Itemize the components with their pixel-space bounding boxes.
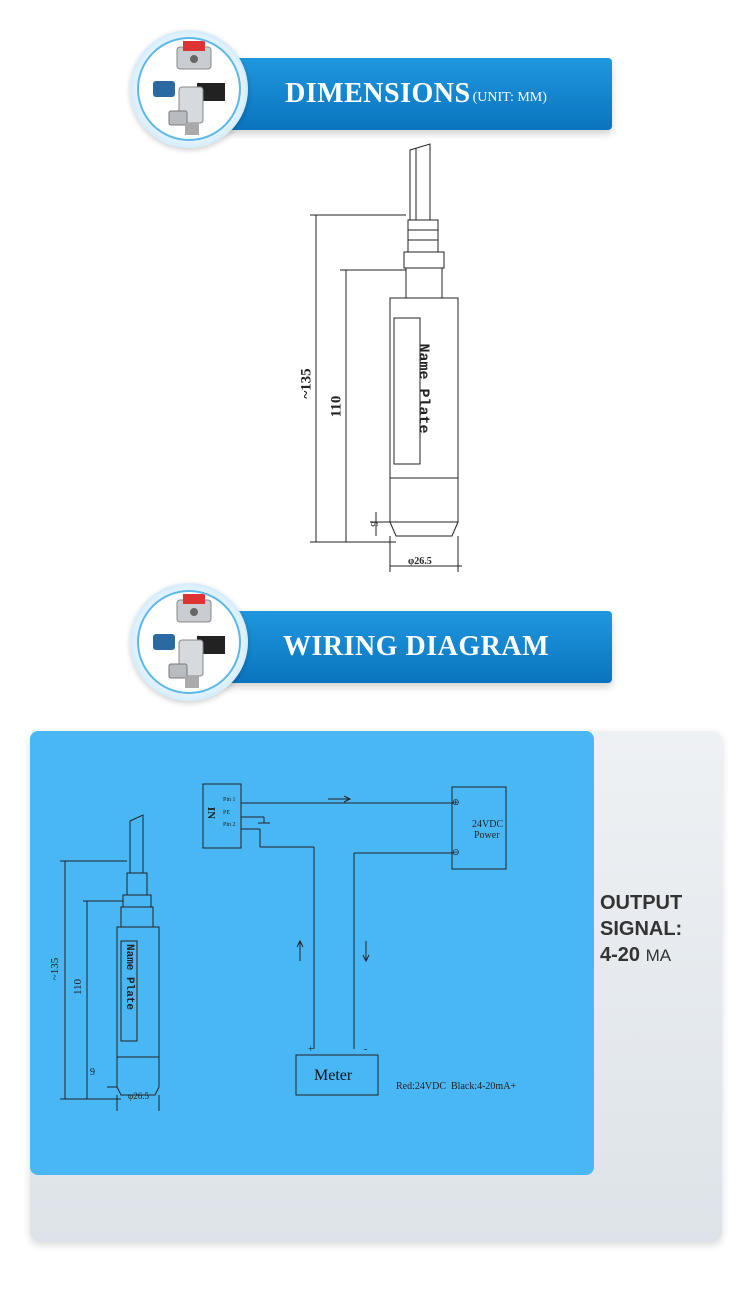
meter-label: Meter xyxy=(314,1067,353,1084)
sensor-product-image xyxy=(153,594,225,688)
wiring-title-bar: WIRING DIAGRAM xyxy=(220,611,612,683)
output-line2: SIGNAL: xyxy=(600,918,683,940)
body-length-label: 110 xyxy=(328,395,345,418)
in-label: IN xyxy=(205,806,218,820)
meter-minus-label: - xyxy=(364,1044,368,1055)
small-bottom-gap-label: 9 xyxy=(90,1067,95,1078)
wiring-legend: Red:24VDC Black:4-20mA+ xyxy=(396,1081,517,1092)
dimensions-unit: (UNIT: MM) xyxy=(472,90,547,105)
power-label-voltage: 24VDC xyxy=(472,819,504,830)
sensor-small-drawing xyxy=(60,814,160,1111)
sensor-product-image xyxy=(153,41,225,135)
wiring-title: WIRING DIAGRAM xyxy=(283,631,549,662)
pin1-label: Pin 1 xyxy=(223,797,236,803)
small-name-plate-label: Name Plate xyxy=(123,943,136,1011)
name-plate-label: Name Plate xyxy=(414,343,432,434)
pin2-label: Pin 2 xyxy=(223,822,236,828)
output-signal: OUTPUT SIGNAL: 4-20 MA xyxy=(600,890,682,969)
power-label-power: Power xyxy=(474,830,500,841)
sensor-outline-drawing xyxy=(310,143,462,572)
power-plus-icon: ⊕ xyxy=(452,797,460,807)
small-overall-length-label: ~135 xyxy=(49,957,62,981)
wiring-panel: ~135 110 9 Name Plate φ26.5 IN Pin xyxy=(30,731,594,1175)
meter-plus-label: + xyxy=(308,1044,314,1055)
dimensions-title-bar: DIMENSIONS (UNIT: MM) xyxy=(220,58,612,130)
dimension-drawing: ~135 110 9 Name Plate φ26.5 xyxy=(280,140,480,580)
dimensions-banner: DIMENSIONS (UNIT: MM) xyxy=(130,30,615,148)
product-thumbnail xyxy=(130,583,248,701)
diameter-label: φ26.5 xyxy=(408,556,432,567)
wiring-banner: WIRING DIAGRAM xyxy=(130,583,615,701)
output-unit: MA xyxy=(645,946,672,965)
small-diameter-label: φ26.5 xyxy=(128,1091,149,1101)
bottom-gap-label: 9 xyxy=(368,521,381,527)
power-minus-icon: ⊖ xyxy=(452,847,460,857)
output-line1: OUTPUT xyxy=(600,892,683,914)
pe-label: PE xyxy=(223,810,231,816)
product-thumbnail xyxy=(130,30,248,148)
dimensions-title: DIMENSIONS xyxy=(285,78,471,109)
small-body-length-label: 110 xyxy=(72,978,85,996)
wiring-circuit xyxy=(202,783,507,1096)
overall-length-label: ~135 xyxy=(298,368,315,399)
output-value: 4-20 xyxy=(600,944,641,966)
